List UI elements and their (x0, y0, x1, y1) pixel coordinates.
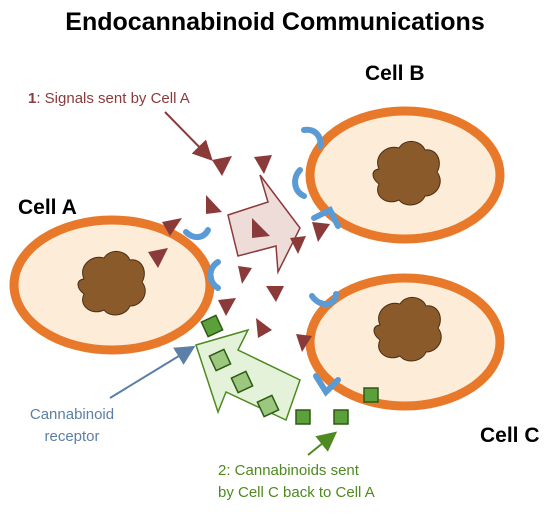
cannabinoid-molecule (295, 409, 311, 425)
signal-molecule (218, 298, 236, 316)
cell-b (305, 106, 505, 244)
cell-c-nucleus (373, 296, 442, 362)
cannabinoids-annotation-line1: 2: Cannabinoids sent (218, 462, 360, 479)
signal-molecule (254, 155, 272, 174)
signal-molecule (162, 218, 182, 236)
receptor-icon (309, 291, 339, 307)
cannabinoid-molecule (363, 387, 379, 403)
cell-a (9, 215, 215, 355)
signals-annotation: 1: Signals sent by Cell A (28, 90, 190, 107)
signal-molecule (252, 218, 270, 238)
cannabinoid-molecule (333, 409, 349, 425)
signal-molecule (256, 318, 272, 338)
signal-molecule (148, 248, 168, 268)
cell-a-nucleus (77, 250, 146, 316)
cell-b-label: Cell B (365, 62, 425, 85)
cannabinoid-molecules (200, 314, 379, 425)
receptor-annotation-line1: Cannabinoid (30, 406, 114, 423)
signals-annotation-number: 1 (28, 90, 36, 107)
cell-a-label: Cell A (18, 196, 77, 219)
receptor-icon (207, 259, 221, 291)
receptor-icon (292, 167, 307, 199)
diagram-title: Endocannabinoid Communications (65, 8, 484, 36)
signal-molecule (212, 156, 232, 176)
signal-molecule (296, 334, 312, 352)
signal-molecule (312, 222, 330, 242)
cannabinoid-molecule (200, 314, 224, 338)
signal-direction-arrow (227, 174, 301, 275)
signal-molecule (206, 195, 222, 214)
receptor-pointer-arrow (109, 345, 196, 399)
signal-molecule (266, 286, 284, 302)
cannabinoid-molecule (256, 394, 280, 418)
receptor-icon (311, 205, 341, 229)
cannabinoids-annotation-line2: by Cell C back to Cell A (218, 484, 375, 501)
signals-pointer-arrow (164, 111, 213, 161)
cannabinoids-pointer-arrow (307, 431, 338, 456)
cell-c (305, 273, 505, 411)
cannabinoid-molecule (208, 348, 232, 372)
receptor-annotation-line2: receptor (44, 428, 99, 445)
receptors (183, 126, 341, 397)
cannabinoid-molecule (230, 370, 254, 394)
signal-molecule (290, 236, 306, 254)
cell-b-nucleus (372, 140, 441, 206)
receptor-icon (313, 373, 341, 397)
signal-molecule (238, 266, 252, 284)
signals-annotation-text: : Signals sent by Cell A (36, 90, 189, 107)
receptor-icon (183, 227, 211, 240)
cell-c-label: Cell C (480, 424, 540, 447)
receptor-icon (301, 126, 324, 149)
signal-molecules (148, 155, 330, 352)
